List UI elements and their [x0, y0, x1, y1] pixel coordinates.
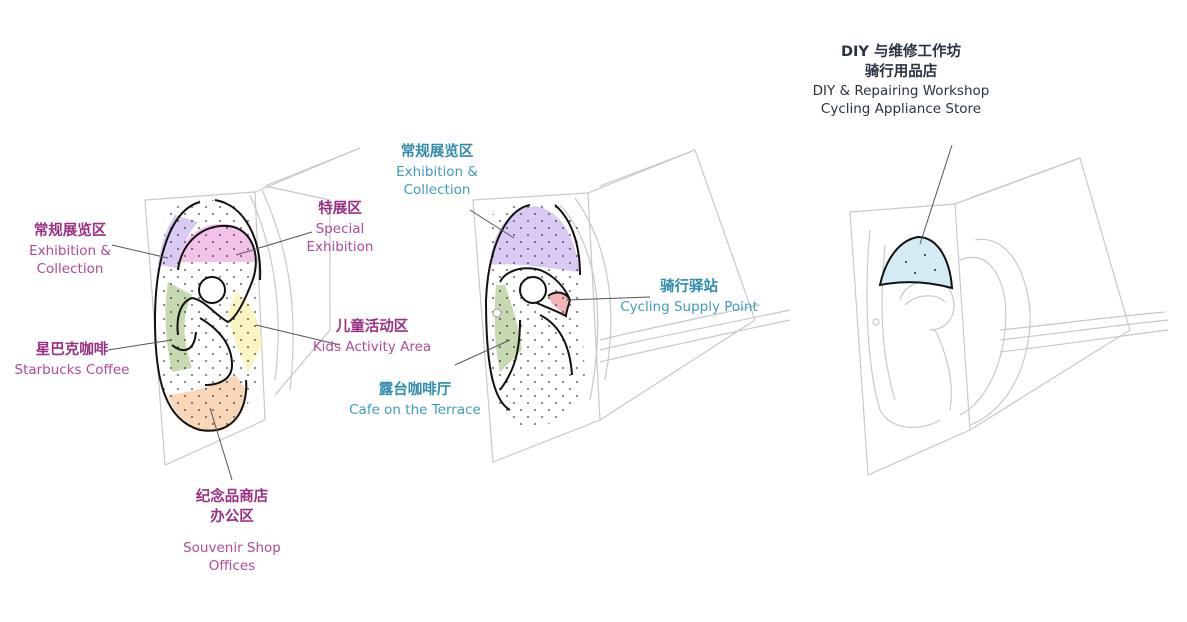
floor-2-node	[492, 308, 502, 318]
floor-2-core	[519, 276, 547, 304]
floor-1-souvenir-zh1: 纪念品商店	[195, 489, 269, 505]
floor-1-leader-lines	[107, 231, 341, 481]
floor-1-ear-outline	[153, 199, 262, 432]
floor-3-diy-zh2: 骑行用品店	[864, 63, 938, 80]
floor-2-cycling-en: Cycling Supply Point	[620, 298, 758, 315]
floor-3-diy-en1: DIY & Repairing Workshop	[812, 83, 990, 100]
floor-1-starbucks-label: 星巴克咖啡 Starbucks Coffee	[10, 341, 134, 379]
floor-1-special-en2: Exhibition	[306, 238, 374, 255]
floor-2-ear-outline	[484, 204, 581, 411]
floor-1-special-zh: 特展区	[318, 201, 362, 217]
floor-1-exhibition-label: 常规展览区 Exhibition & Collection	[18, 222, 122, 278]
floor-1-souvenir-en1: Souvenir Shop	[183, 540, 281, 557]
floor-2-exhibition-en2: Collection	[403, 181, 471, 198]
floor-1-kids-en: Kids Activity Area	[312, 338, 432, 355]
floor-1-starbucks-en: Starbucks Coffee	[14, 361, 130, 378]
floor-2-cycling-label: 骑行驿站 Cycling Supply Point	[614, 278, 764, 316]
floor-3-building-outline	[849, 157, 1169, 476]
floor-3-zone-diy	[878, 235, 954, 290]
floor-2-cafe-en: Cafe on the Terrace	[349, 401, 481, 418]
floor-1-kids-label: 儿童活动区 Kids Activity Area	[308, 318, 436, 356]
floor-3-diy-en2: Cycling Appliance Store	[820, 101, 982, 118]
floor-2-cafe-zh: 露台咖啡厅	[378, 382, 452, 398]
floor-2-plan	[454, 149, 791, 463]
floor-1-kids-zh: 儿童活动区	[335, 319, 409, 335]
floor-3-plan	[849, 144, 1169, 476]
floor-1-souvenir-zh2: 办公区	[210, 508, 254, 525]
floor-1-exhibition-zh: 常规展览区	[33, 223, 107, 239]
floor-1-plan	[107, 147, 361, 481]
floor-1-souvenir-en2: Offices	[208, 558, 256, 575]
floor-3-diy-zh1: DIY 与维修工作坊	[841, 44, 961, 60]
floor-2-cycling-zh: 骑行驿站	[660, 279, 718, 295]
floor-1-exhibition-en1: Exhibition &	[29, 242, 111, 259]
floor-3-dots	[905, 254, 936, 274]
floor-1-exhibition-en2: Collection	[36, 260, 104, 277]
floor-2-leader-lines	[454, 209, 651, 366]
floor-3-diy-label: DIY 与维修工作坊 骑行用品店 DIY & Repairing Worksho…	[796, 43, 1006, 119]
floor-1-dots	[158, 200, 260, 433]
floor-1-core	[198, 276, 226, 304]
floor-2-cafe-label: 露台咖啡厅 Cafe on the Terrace	[340, 381, 490, 419]
floor-1-special-en1: Special	[315, 220, 365, 237]
floor-2-exhibition-en1: Exhibition &	[396, 163, 478, 180]
floor-2-exhibition-zh: 常规展览区	[400, 144, 474, 160]
floor-2-exhibition-label: 常规展览区 Exhibition & Collection	[385, 143, 489, 199]
floor-2-building-outline	[472, 149, 791, 463]
floor-1-special-label: 特展区 Special Exhibition	[298, 200, 382, 256]
floor-1-starbucks-zh: 星巴克咖啡	[35, 342, 109, 358]
floor-2-dots	[490, 203, 585, 428]
floor-1-souvenir-label: 纪念品商店 办公区 Souvenir Shop Offices	[170, 488, 294, 576]
floor-1-building-outline	[144, 147, 361, 466]
floor-3-leader-lines	[919, 144, 953, 245]
